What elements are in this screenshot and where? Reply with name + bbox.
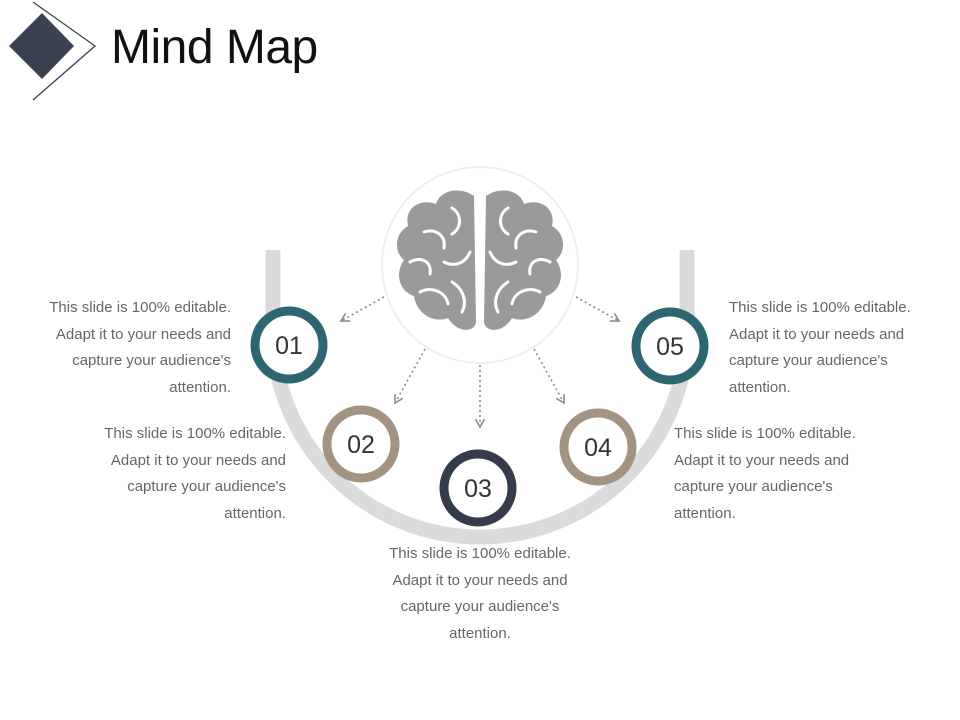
description-04: This slide is 100% editable. Adapt it to… xyxy=(674,425,856,522)
description-03: This slide is 100% editable. Adapt it to… xyxy=(389,545,571,642)
arrow-to-04 xyxy=(533,348,565,405)
brain-icon xyxy=(396,190,564,330)
node-03: 03 xyxy=(439,449,517,527)
node-01: 01 xyxy=(250,306,328,384)
slide-title: Mind Map xyxy=(111,21,318,74)
node-04-label: 04 xyxy=(584,434,612,462)
arrow-to-01 xyxy=(339,296,385,322)
connector-arc xyxy=(265,250,695,545)
arrow-to-02 xyxy=(394,348,426,405)
node-01-label: 01 xyxy=(275,332,303,360)
node-05: 05 xyxy=(631,307,709,385)
arrow-to-05 xyxy=(575,296,621,322)
diamond-logo-icon xyxy=(9,1,97,101)
node-02: 02 xyxy=(322,405,400,483)
description-01: This slide is 100% editable. Adapt it to… xyxy=(49,299,231,396)
node-05-label: 05 xyxy=(656,333,684,361)
node-02-label: 02 xyxy=(347,431,375,459)
description-02: This slide is 100% editable. Adapt it to… xyxy=(104,425,286,522)
node-03-label: 03 xyxy=(464,475,492,503)
node-04: 04 xyxy=(559,408,637,486)
description-05: This slide is 100% editable. Adapt it to… xyxy=(729,299,911,396)
